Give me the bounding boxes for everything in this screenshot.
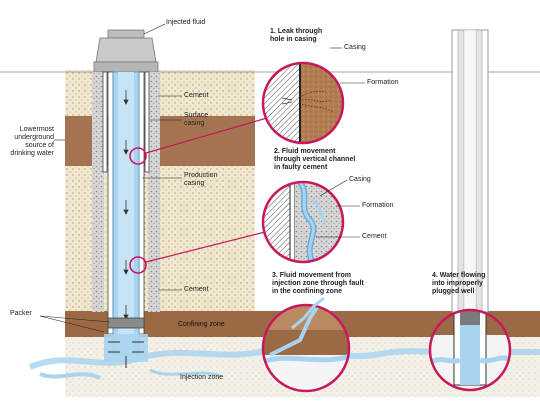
inset-2-cement-label: Cement: [362, 233, 387, 240]
surface-casing-right: [144, 71, 150, 173]
inset-3-title: 3. Fluid movement from injection zone th…: [272, 272, 364, 295]
injection-fluid-stream: [28, 346, 540, 370]
callout-marker-2: [129, 256, 147, 274]
inset-2-title: 2. Fluid movement through vertical chann…: [274, 148, 356, 171]
label-lowermost-source: Lowermost underground source of drinking…: [10, 126, 54, 157]
inset-1: [263, 63, 343, 143]
production-casing-left: [107, 71, 114, 335]
label-confining-zone: Confining zone: [178, 321, 225, 328]
packer: [107, 317, 145, 329]
inset-1-formation-label: Formation: [367, 79, 399, 86]
label-packer: Packer: [10, 310, 32, 317]
inset-2-casing-label: Casing: [349, 176, 371, 183]
production-casing-right: [138, 71, 145, 335]
label-injection-zone: Injection zone: [180, 374, 224, 381]
inset-1-casing-label: Casing: [344, 44, 366, 51]
callout-marker-1: [129, 147, 147, 165]
wellhead-body: [95, 37, 157, 63]
inset-4-title: 4. Water flowing into improperly plugged…: [432, 272, 486, 295]
cement-left: [92, 72, 104, 312]
label-cement-top: Cement: [184, 92, 209, 99]
label-surface-casing: Surface casing: [184, 112, 209, 127]
cement-right: [148, 72, 160, 312]
down-flow-arrows: [123, 90, 129, 320]
inset-2-formation-label: Formation: [362, 202, 394, 209]
surface-casing-left: [102, 71, 108, 173]
wellhead-cap: [107, 29, 145, 39]
label-cement-bottom: Cement: [184, 286, 209, 293]
label-injected-fluid: Injected fluid: [166, 19, 206, 26]
label-production-casing: Production casing: [184, 172, 218, 187]
inset-1-title: 1. Leak through hole in casing: [270, 28, 323, 43]
